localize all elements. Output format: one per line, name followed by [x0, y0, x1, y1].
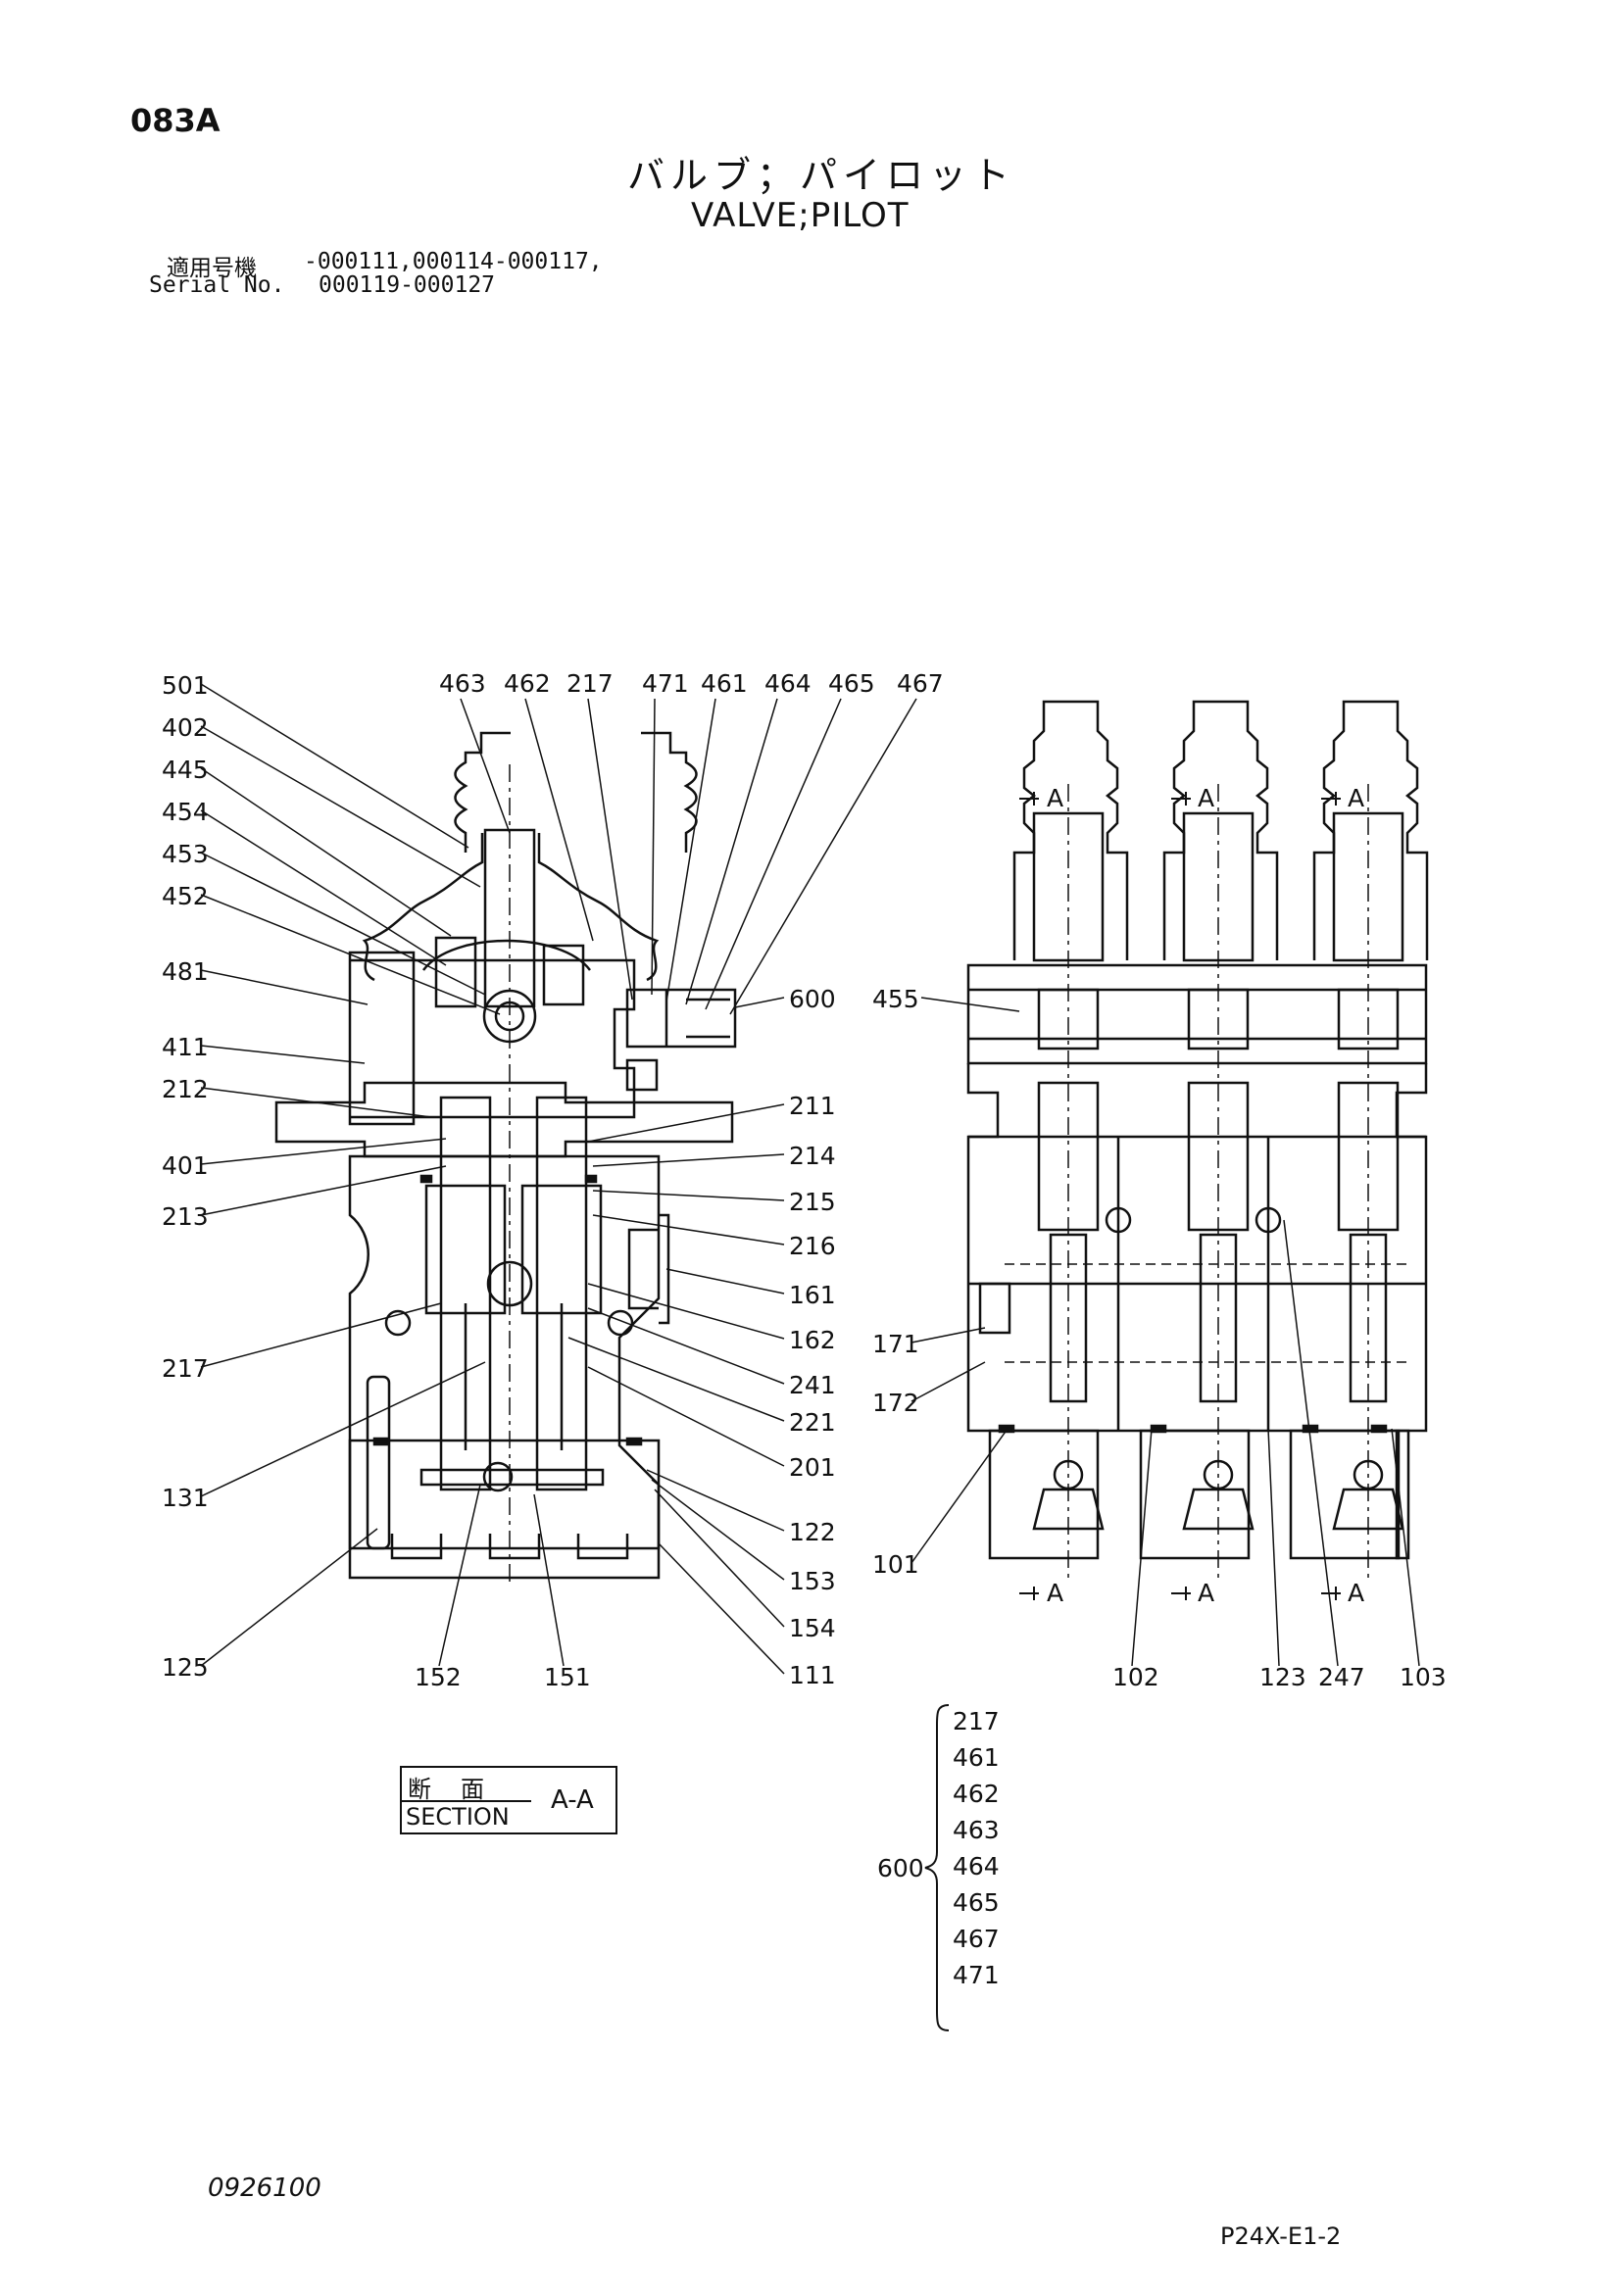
callout-label: 161 — [789, 1281, 836, 1309]
callout-label: 123 — [1259, 1663, 1306, 1691]
callout-label: 481 — [162, 957, 209, 986]
serial-range-line-2: 000119-000127 — [319, 272, 496, 298]
assembly-part: 467 — [953, 1925, 1000, 1953]
serial-label-japanese: 適用号機 — [167, 256, 257, 281]
callouts-left: 501 402 445 454 453 452 481 411 212 401 … — [162, 671, 209, 1682]
callout-label: 461 — [701, 669, 748, 698]
section-marker-label: A — [1047, 784, 1063, 812]
callout-label: 455 — [872, 985, 919, 1013]
callout-label: 402 — [162, 713, 209, 742]
title-japanese: バルブ；パイロット — [627, 154, 1016, 197]
assembly-part: 465 — [953, 1888, 1000, 1917]
section-marker-label: A — [1047, 1579, 1063, 1607]
callout-label: 125 — [162, 1653, 209, 1682]
assembly-part: 471 — [953, 1961, 1000, 1989]
callout-label: 467 — [897, 669, 944, 698]
callout-label: 212 — [162, 1075, 209, 1103]
callout-label: 131 — [162, 1484, 209, 1512]
serial-label-english: Serial No. — [149, 272, 285, 298]
callout-label: 462 — [504, 669, 551, 698]
section-marker-label: A — [1348, 1579, 1364, 1607]
callout-label: 122 — [789, 1518, 836, 1546]
callout-label: 101 — [872, 1550, 919, 1579]
callout-label: 401 — [162, 1151, 209, 1180]
assembly-label: 600 — [877, 1854, 924, 1882]
callout-label: 464 — [764, 669, 812, 698]
section-view-id: A-A — [551, 1785, 594, 1815]
assembly-part: 463 — [953, 1816, 1000, 1844]
callout-label: 153 — [789, 1567, 836, 1595]
callout-label: 111 — [789, 1661, 836, 1689]
document-number: 0926100 — [208, 2174, 321, 2203]
title-english: VALVE;PILOT — [691, 196, 910, 235]
serial-range-line-1: -000111,000114-000117, — [304, 249, 603, 274]
leader-lines — [200, 683, 1420, 1675]
callout-label: 102 — [1112, 1663, 1159, 1691]
callout-label: 221 — [789, 1408, 836, 1437]
callout-label: 211 — [789, 1092, 836, 1120]
sheet-code: P24X-E1-2 — [1220, 2223, 1342, 2250]
callout-label: 171 — [872, 1330, 919, 1358]
section-label-english: SECTION — [406, 1803, 510, 1831]
callout-label: 471 — [642, 669, 689, 698]
callout-label: 152 — [415, 1663, 462, 1691]
section-divider — [402, 1800, 531, 1802]
section-marker-label: A — [1198, 1579, 1214, 1607]
assembly-part: 217 — [953, 1707, 1000, 1735]
section-label-box: 断面 SECTION A-A — [400, 1766, 617, 1834]
callout-label: 216 — [789, 1232, 836, 1260]
assembly-part: 464 — [953, 1852, 1000, 1881]
callout-label: 103 — [1400, 1663, 1447, 1691]
assembly-part: 462 — [953, 1780, 1000, 1808]
callout-label: 453 — [162, 840, 209, 868]
callout-label: 217 — [566, 669, 614, 698]
section-marker-label: A — [1348, 784, 1364, 812]
section-view-body — [966, 700, 1429, 1580]
callout-label: 214 — [789, 1142, 836, 1170]
callout-label: 172 — [872, 1389, 919, 1417]
callouts-section: 455 171 172 101 102 123 247 103 — [872, 985, 1447, 1691]
callout-label: 411 — [162, 1033, 209, 1061]
callout-label: 213 — [162, 1202, 209, 1231]
callout-label: 201 — [789, 1453, 836, 1482]
callout-label: 445 — [162, 756, 209, 784]
callout-label: 215 — [789, 1188, 836, 1216]
section-marker-label: A — [1198, 784, 1214, 812]
callout-label: 501 — [162, 671, 209, 700]
callout-label: 154 — [789, 1614, 836, 1642]
callout-label: 465 — [828, 669, 875, 698]
assembly-group-600: 600 217 461 462 463 464 465 467 471 — [877, 1704, 1000, 2031]
callout-label: 454 — [162, 798, 209, 826]
left-view-body — [274, 731, 737, 1588]
callout-label: 452 — [162, 882, 209, 910]
callout-label: 151 — [544, 1663, 591, 1691]
callout-label: 247 — [1318, 1663, 1365, 1691]
section-label-japanese: 断面 — [408, 1776, 514, 1803]
callouts-bottom-left: 152 151 — [415, 1663, 591, 1691]
callout-label: 241 — [789, 1371, 836, 1399]
callout-label: 463 — [439, 669, 486, 698]
callout-label: 162 — [789, 1326, 836, 1354]
callout-label: 217 — [162, 1354, 209, 1383]
assembly-part: 461 — [953, 1743, 1000, 1772]
callouts-mid-right: 600 211 214 215 216 161 162 241 221 201 … — [789, 985, 836, 1689]
callout-label: 600 — [789, 985, 836, 1013]
callouts-top: 463 462 217 471 461 464 465 467 — [439, 669, 944, 698]
page-code: 083A — [130, 102, 221, 139]
section-markers: A A A A A A — [1019, 784, 1364, 1607]
